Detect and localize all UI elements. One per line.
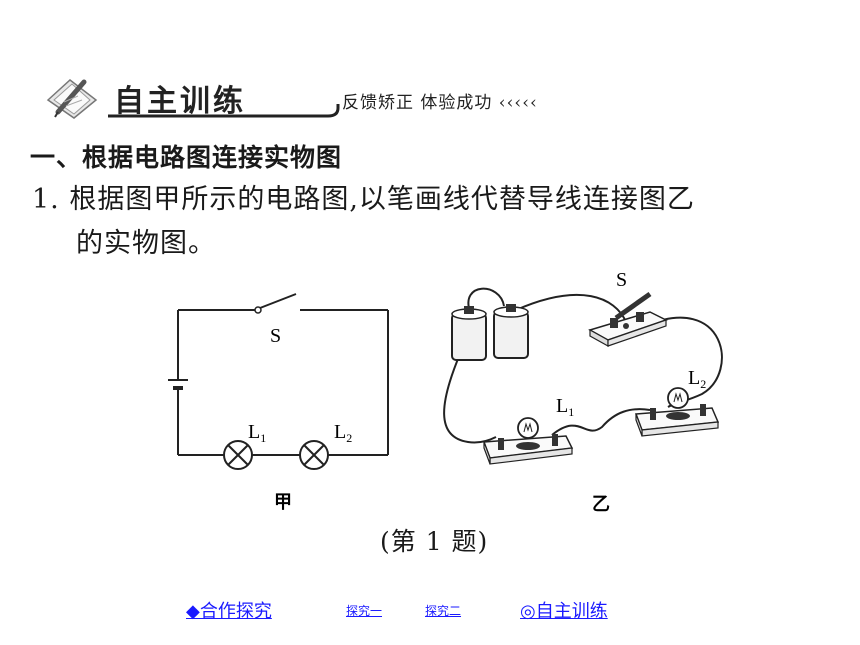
lamp2-label-b: L2 bbox=[688, 367, 706, 391]
question-line-2: 的实物图。 bbox=[76, 228, 216, 259]
section-heading: 一、根据电路图连接实物图 bbox=[30, 143, 343, 172]
nav-explore2-link[interactable]: 探究二 bbox=[425, 604, 462, 618]
lamp1-label: L1 bbox=[248, 421, 266, 445]
nav-self-training-link[interactable]: ◎自主训练 bbox=[520, 601, 608, 622]
figure-b-caption: 乙 bbox=[592, 494, 610, 515]
banner-title: 自主训练 bbox=[114, 84, 246, 119]
figure-caption: (第 1 题) bbox=[380, 527, 489, 556]
pen-paper-icon bbox=[46, 79, 98, 119]
lamp-l1-board bbox=[482, 417, 574, 465]
wire-battery-l1 bbox=[443, 353, 497, 444]
circuit-diagram: S L1 L2 甲 bbox=[168, 293, 389, 513]
nav-explore1-link[interactable]: 探究一 bbox=[346, 604, 383, 618]
banner-subtitle: 反馈矫正 体验成功 ‹‹‹‹‹ bbox=[342, 93, 538, 113]
battery-cell-2 bbox=[493, 304, 529, 359]
lamp2-label: L2 bbox=[334, 421, 352, 445]
banner-underline bbox=[108, 104, 340, 118]
lamp-l1-symbol bbox=[223, 440, 253, 470]
physical-circuit: S L1 L2 乙 bbox=[443, 269, 723, 515]
switch-board bbox=[588, 291, 668, 348]
switch-pivot bbox=[254, 306, 262, 314]
lamp-l2-board bbox=[634, 387, 720, 437]
switch-label: S bbox=[270, 325, 281, 347]
figure-a-caption: 甲 bbox=[274, 492, 292, 513]
nav-cooperate-link[interactable]: ◆合作探究 bbox=[186, 601, 272, 622]
wire-battery-switch bbox=[515, 294, 627, 323]
question-text: 1. 根据图甲所示的电路图,以笔画线代替导线连接图乙 的实物图。 bbox=[32, 178, 842, 266]
battery-cell-1 bbox=[451, 306, 487, 361]
question-line-1: 1. 根据图甲所示的电路图,以笔画线代替导线连接图乙 bbox=[32, 184, 695, 215]
wire-battery-link bbox=[467, 287, 505, 313]
wire-l1-l2 bbox=[551, 408, 651, 436]
switch-label-b: S bbox=[616, 269, 627, 291]
section-banner: 自主训练 反馈矫正 体验成功 ‹‹‹‹‹ bbox=[44, 74, 564, 122]
lamp1-label-b: L1 bbox=[556, 395, 574, 419]
lamp-l2-symbol bbox=[299, 440, 329, 470]
switch-blade bbox=[259, 293, 297, 309]
